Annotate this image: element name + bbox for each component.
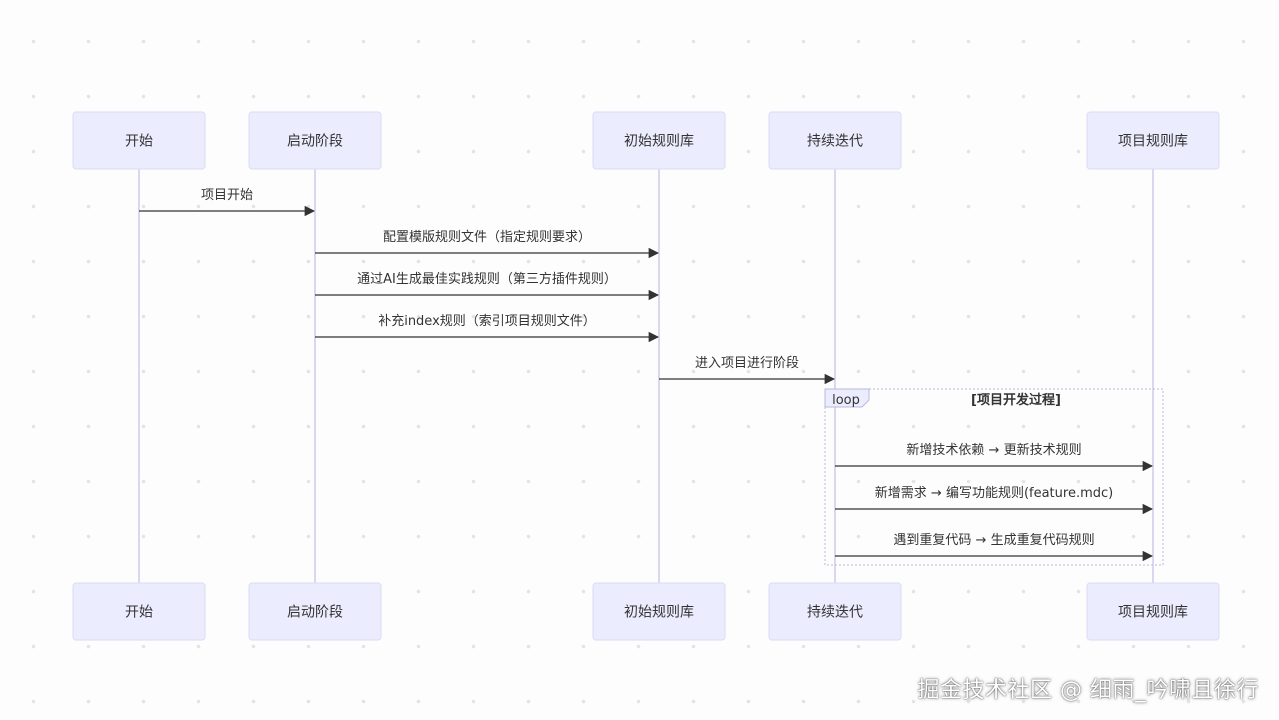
actor-bottom-initrules: 初始规则库 <box>592 582 726 641</box>
loop-label: loop <box>832 393 860 408</box>
message-7: 新增需求 → 编写功能规则(feature.mdc) <box>835 485 1154 515</box>
actor-label: 启动阶段 <box>287 605 343 621</box>
actor-label: 持续迭代 <box>807 604 863 621</box>
actor-label: 初始规则库 <box>624 604 694 621</box>
actor-top-projrules: 项目规则库 <box>1086 111 1220 170</box>
message-3: 通过AI生成最佳实践规则（第三方插件规则） <box>315 271 660 301</box>
actor-box-rect <box>1086 111 1220 170</box>
actor-bottom-start: 开始 <box>72 582 206 641</box>
message-2: 配置模版规则文件（指定规则要求） <box>315 230 660 259</box>
actor-top-start: 开始 <box>72 111 206 170</box>
loop-tag <box>824 388 870 408</box>
actor-box-rect <box>248 582 382 641</box>
message-label: 遇到重复代码 → 生成重复代码规则 <box>893 532 1094 548</box>
watermark: 掘金技术社区 @ 细雨_吟啸且徐行 <box>917 678 1259 703</box>
message-label: 项目开始 <box>201 188 253 203</box>
message-label: 新增需求 → 编写功能规则(feature.mdc) <box>875 485 1113 501</box>
message-8: 遇到重复代码 → 生成重复代码规则 <box>835 532 1154 562</box>
actor-bottom-boot: 启动阶段 <box>248 582 382 641</box>
actor-top-iterate: 持续迭代 <box>768 111 902 170</box>
message-label: 新增技术依赖 → 更新技术规则 <box>906 442 1081 458</box>
actor-label: 持续迭代 <box>807 133 863 150</box>
actor-box-rect <box>768 582 902 641</box>
actor-box-rect <box>1086 582 1220 641</box>
actor-box-rect <box>592 111 726 170</box>
loop-condition: [项目开发过程] <box>971 392 1061 408</box>
actor-box-rect <box>248 111 382 170</box>
actor-label: 开始 <box>125 134 153 150</box>
message-label: 补充index规则（索引项目规则文件） <box>378 313 596 329</box>
message-label: 配置模版规则文件（指定规则要求） <box>383 230 591 245</box>
actor-box-rect <box>72 582 206 641</box>
actor-top-boot: 启动阶段 <box>248 111 382 170</box>
message-label: 通过AI生成最佳实践规则（第三方插件规则） <box>357 271 617 287</box>
actor-box-rect <box>768 111 902 170</box>
message-6: 新增技术依赖 → 更新技术规则 <box>835 442 1154 472</box>
actor-label: 项目规则库 <box>1118 605 1188 621</box>
actor-label: 初始规则库 <box>624 133 694 150</box>
actor-bottom-projrules: 项目规则库 <box>1086 582 1220 641</box>
message-4: 补充index规则（索引项目规则文件） <box>315 313 660 343</box>
actor-box-rect <box>72 111 206 170</box>
actor-label: 启动阶段 <box>287 134 343 150</box>
message-5: 进入项目进行阶段 <box>659 356 836 385</box>
loop-frame <box>824 388 1164 566</box>
message-1: 项目开始 <box>139 188 316 217</box>
actor-bottom-iterate: 持续迭代 <box>768 582 902 641</box>
actor-label: 项目规则库 <box>1118 134 1188 150</box>
actor-box-rect <box>592 582 726 641</box>
message-label: 进入项目进行阶段 <box>695 356 799 371</box>
actor-label: 开始 <box>125 605 153 621</box>
actor-top-initrules: 初始规则库 <box>592 111 726 170</box>
